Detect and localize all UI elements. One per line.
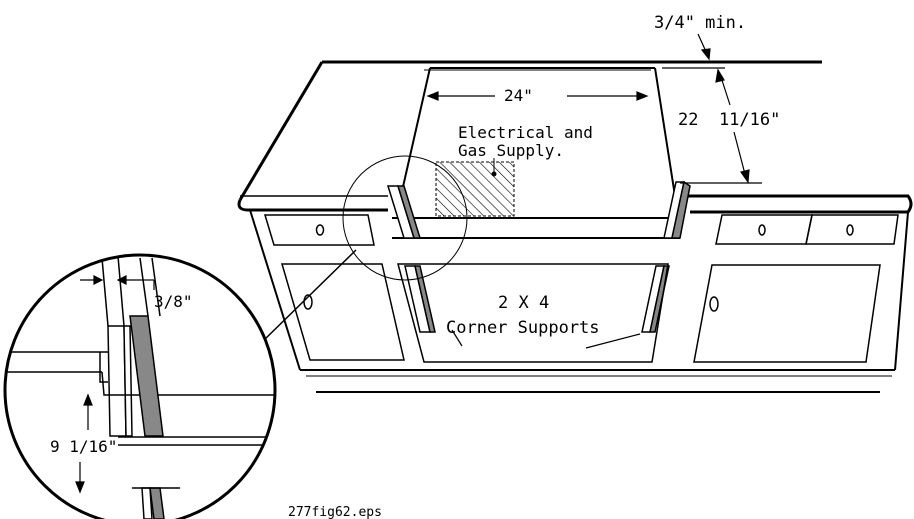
detail-source-circle [342, 155, 468, 281]
dimension-width [426, 91, 649, 101]
corner-supports-leaders [451, 329, 641, 349]
label-supply-line1: Electrical and [458, 123, 593, 142]
electrical-gas-supply-box [435, 161, 515, 217]
right-drawers [715, 214, 899, 245]
label-corner-supports-line2: Corner Supports [446, 318, 600, 338]
label-depth: 22 11/16" [678, 110, 780, 130]
corner-support-right [641, 180, 691, 333]
dimension-depth [662, 67, 762, 184]
label-support-height: 9 1/16" [50, 437, 117, 456]
label-file-name: 277fig62.eps [288, 505, 382, 519]
left-door [281, 263, 405, 361]
label-supply-line2: Gas Supply. [458, 141, 564, 160]
detail-connector [261, 249, 357, 343]
supply-leader [491, 158, 497, 177]
label-min-thickness: 3/4" min. [654, 13, 746, 33]
dimension-min-thickness [697, 33, 711, 61]
cutout-opening [392, 67, 680, 239]
countertop-front-edge [237, 194, 913, 214]
label-width: 24" [504, 86, 533, 105]
center-opening [397, 263, 669, 363]
label-corner-supports-line1: 2 X 4 [498, 293, 549, 313]
right-door [693, 264, 881, 363]
label-support-gap: 3/8" [154, 292, 193, 311]
detail-magnified-view [3, 253, 277, 519]
countertop [238, 60, 822, 201]
left-drawer [263, 214, 375, 246]
cabinet-base [249, 209, 909, 393]
corner-support-left [386, 185, 436, 333]
